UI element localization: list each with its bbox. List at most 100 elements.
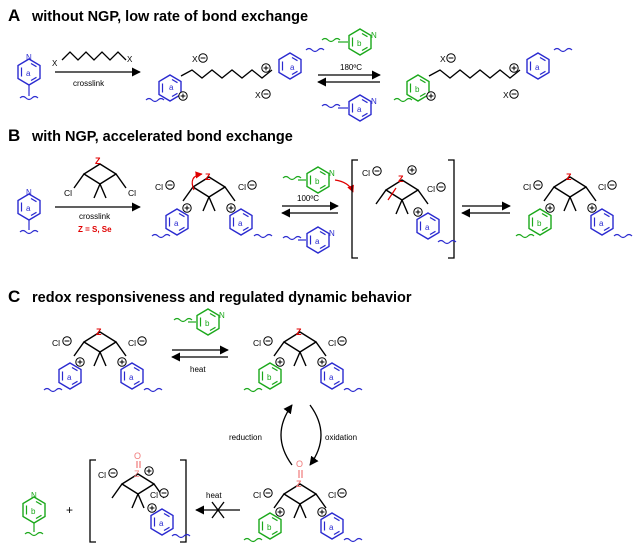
svg-text:a: a (290, 63, 295, 72)
pyridine-a-start: N a (17, 53, 41, 101)
svg-text:N: N (26, 53, 32, 62)
svg-text:b: b (315, 177, 320, 186)
pyridine-b-reagent-b: b N (282, 166, 354, 194)
oxidized-intermediate: Z O Cl Cl a (89, 451, 191, 543)
svg-text:Z: Z (134, 469, 140, 479)
exchanged-network-b: Z Cl Cl b a (515, 172, 633, 239)
pyridine-a-product-a: a N (321, 94, 377, 122)
svg-text:Cl: Cl (427, 184, 435, 194)
svg-text:Cl: Cl (52, 338, 60, 348)
pyridine-a-product-b: a N (282, 226, 335, 254)
svg-text:X: X (192, 54, 198, 64)
svg-text:Z: Z (398, 174, 404, 184)
crosslink-reagent-b: Z Cl Cl (64, 156, 136, 199)
section-b-title: with NGP, accelerated bond exchange (31, 129, 293, 145)
svg-text:O: O (296, 459, 303, 469)
svg-text:Cl: Cl (150, 490, 158, 500)
temp-label-b: 100ºC (297, 194, 319, 203)
svg-text:Z: Z (96, 327, 102, 337)
svg-text:a: a (357, 105, 362, 114)
svg-text:X: X (440, 54, 446, 64)
svg-text:X: X (503, 90, 509, 100)
pyridine-b-free: N b (22, 491, 46, 537)
svg-text:O: O (134, 451, 141, 461)
svg-text:N: N (329, 169, 335, 178)
svg-text:Cl: Cl (253, 338, 261, 348)
svg-text:Cl: Cl (155, 182, 163, 192)
equilibrium-arrows-c: heat (171, 345, 229, 374)
heat-label-c2: heat (206, 491, 222, 500)
exchanged-network-a: b X X a (393, 47, 573, 103)
svg-text:N: N (31, 491, 37, 500)
svg-text:Cl: Cl (523, 182, 531, 192)
svg-text:N: N (371, 31, 377, 40)
svg-text:Cl: Cl (98, 470, 106, 480)
svg-text:b: b (31, 507, 36, 516)
svg-text:b: b (537, 219, 542, 228)
reduction-label: reduction (229, 433, 262, 442)
equilibrium-arrows-a: 180ºC (317, 63, 381, 87)
svg-text:N: N (26, 188, 32, 197)
svg-text:a: a (329, 373, 334, 382)
svg-text:a: a (425, 223, 430, 232)
plus-sign: + (66, 503, 73, 517)
network-c-start: Z Cl Cl a a (43, 327, 163, 393)
svg-text:Cl: Cl (362, 168, 370, 178)
svg-text:a: a (159, 519, 164, 528)
svg-text:X: X (127, 55, 133, 64)
svg-text:a: a (169, 83, 174, 92)
svg-text:a: a (315, 237, 320, 246)
svg-text:b: b (267, 523, 272, 532)
network-c-exchanged: Z Cl Cl b a (243, 327, 363, 393)
svg-text:Z: Z (566, 172, 572, 182)
section-a-letter: A (8, 6, 20, 25)
svg-text:Z: Z (205, 172, 211, 182)
z-options-label: Z = S, Se (78, 225, 112, 234)
section-a-title: without NGP, low rate of bond exchange (31, 9, 308, 25)
svg-text:a: a (26, 204, 31, 213)
svg-text:a: a (329, 523, 334, 532)
svg-text:Cl: Cl (64, 188, 72, 198)
pyridine-b-reagent-a: b N (321, 28, 377, 56)
crosslink-reagent-a: X X (52, 51, 133, 68)
pyridine-a-start-b: N a (17, 188, 41, 235)
svg-text:Z: Z (95, 156, 101, 166)
svg-text:a: a (26, 69, 31, 78)
ngp-network-b: Z Cl Cl a a (151, 171, 273, 239)
svg-text:b: b (357, 39, 362, 48)
svg-text:b: b (205, 319, 210, 328)
crosslinked-network-a: a X X a (145, 47, 325, 103)
oxidation-label: oxidation (325, 433, 357, 442)
svg-text:Cl: Cl (128, 338, 136, 348)
svg-text:a: a (535, 63, 540, 72)
section-c-letter: C (8, 287, 20, 306)
heat-label-c1: heat (190, 365, 206, 374)
svg-text:X: X (255, 90, 261, 100)
svg-text:Cl: Cl (598, 182, 606, 192)
svg-text:b: b (267, 373, 272, 382)
svg-text:Z: Z (296, 327, 302, 337)
svg-text:Cl: Cl (328, 490, 336, 500)
crosslink-label-b: crosslink (79, 212, 111, 221)
svg-text:X: X (52, 59, 58, 68)
svg-text:N: N (219, 311, 225, 320)
svg-text:a: a (238, 219, 243, 228)
svg-text:a: a (599, 219, 604, 228)
svg-text:Cl: Cl (253, 490, 261, 500)
svg-text:a: a (67, 373, 72, 382)
section-c-title: redox responsiveness and regulated dynam… (32, 290, 412, 306)
redox-cycle: reduction oxidation (229, 404, 357, 466)
svg-text:Cl: Cl (328, 338, 336, 348)
svg-text:Z: Z (296, 479, 302, 489)
pyridine-b-reagent-c: b N (173, 308, 225, 336)
equilibrium-arrows-b2 (461, 201, 511, 218)
network-c-oxidized: Z O Cl Cl b a (243, 459, 363, 543)
svg-text:N: N (329, 229, 335, 238)
equilibrium-arrows-b: 100ºC (281, 194, 339, 218)
crosslink-label-a: crosslink (73, 79, 105, 88)
svg-text:Cl: Cl (238, 182, 246, 192)
svg-text:a: a (174, 219, 179, 228)
section-b-letter: B (8, 126, 20, 145)
svg-text:Cl: Cl (128, 188, 136, 198)
